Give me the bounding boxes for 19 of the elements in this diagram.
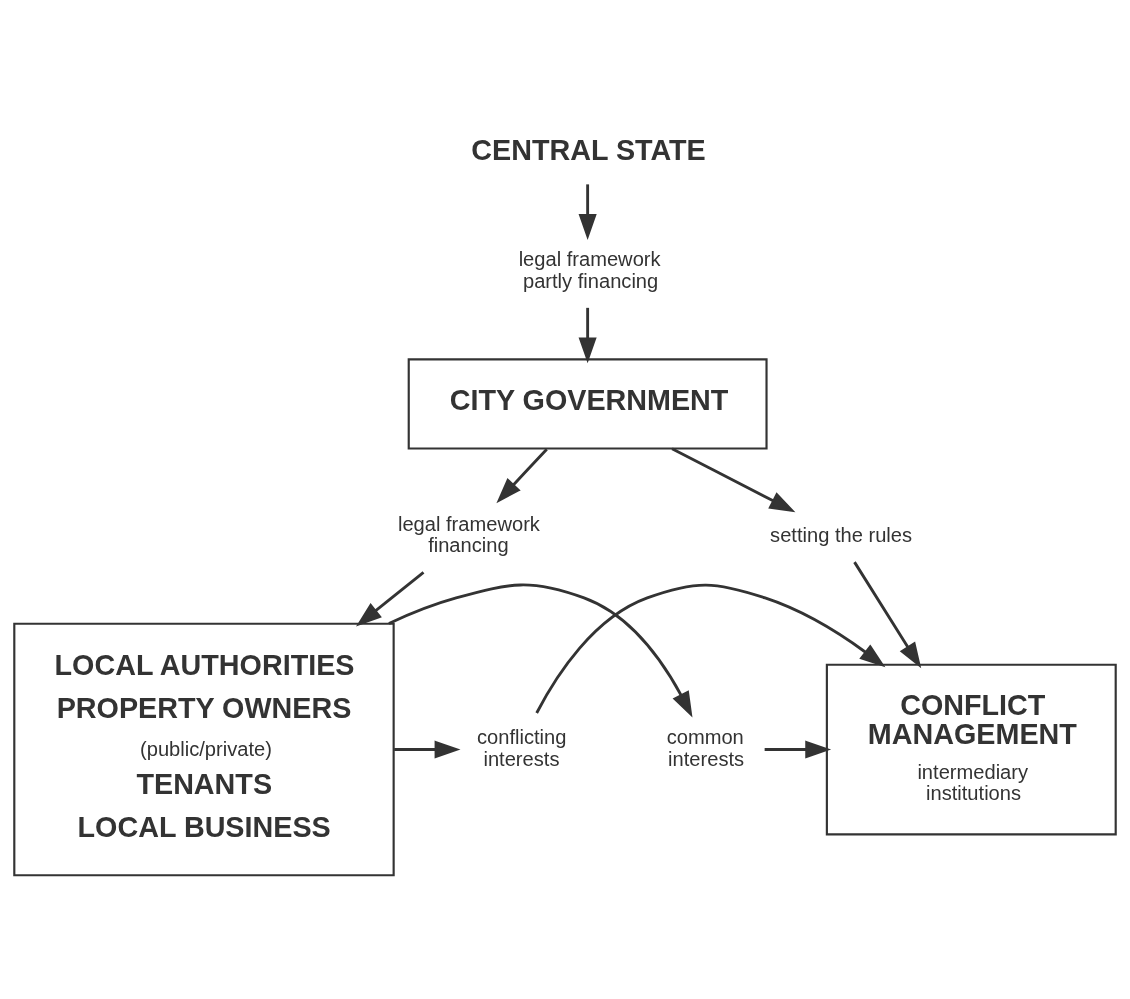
arrow: [356, 571, 425, 627]
node-box: CITY GOVERNMENT: [407, 358, 768, 450]
node-text: conflicting interests: [476, 726, 567, 770]
arrow: [394, 740, 461, 759]
arrow: [578, 184, 597, 240]
arrow: [578, 307, 597, 364]
arrow: [535, 583, 886, 714]
node-text: CENTRAL STATE: [471, 133, 706, 166]
arrow: [388, 583, 693, 718]
arrow: [764, 740, 832, 759]
node-text: common interests: [666, 726, 745, 770]
node-box: CONFLICT MANAGEMENT intermediary institutions: [825, 663, 1117, 836]
arrow: [496, 448, 548, 504]
node-text: legal framework financing: [397, 512, 540, 557]
node-box: LOCAL AUTHORITIES PROPERTY OWNERS (public/private) TENANTS LOCAL BUSINESS: [13, 622, 395, 877]
arrow: [853, 561, 922, 669]
arrow: [671, 447, 796, 513]
node-text: legal framework partly financing: [518, 248, 661, 292]
node-text: setting the rules: [770, 524, 913, 547]
